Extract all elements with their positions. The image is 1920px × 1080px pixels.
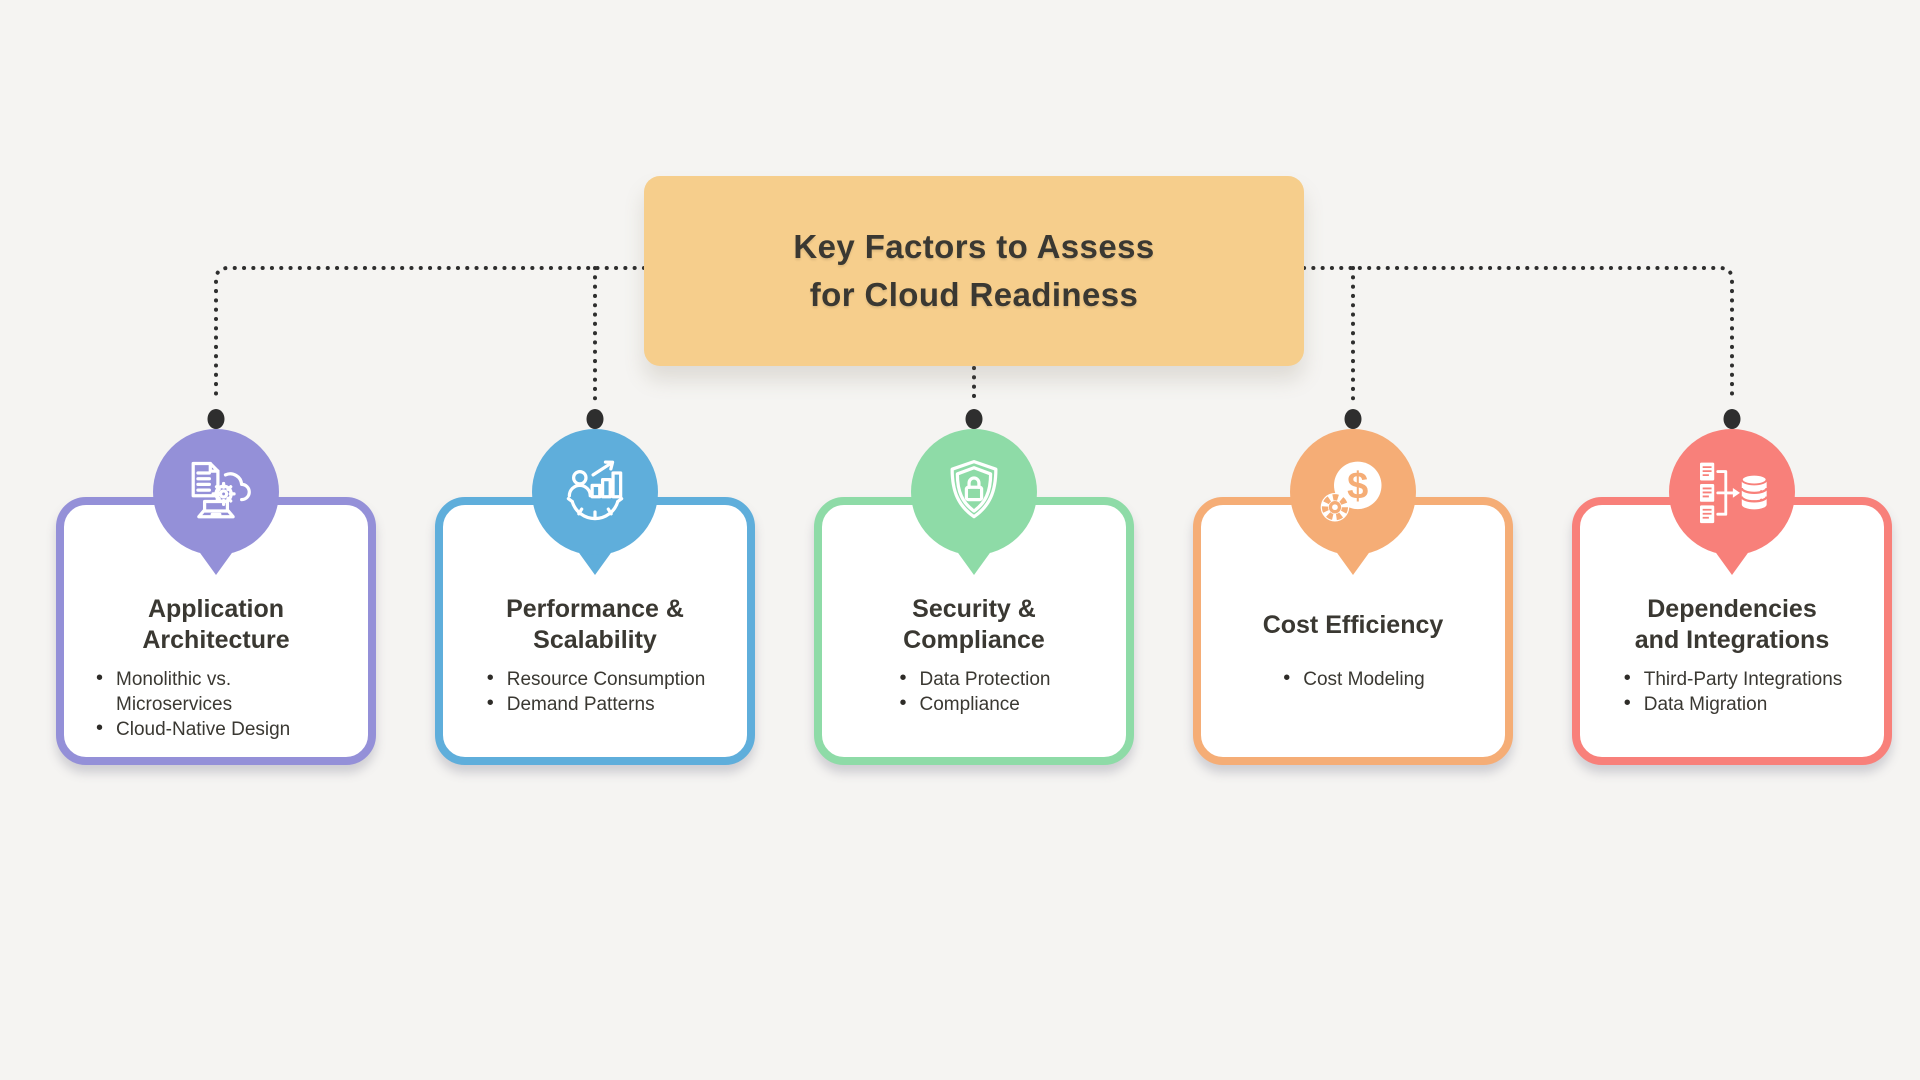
list-item: Third-Party Integrations (1622, 666, 1843, 692)
app-architecture-icon (178, 454, 254, 530)
card-bullets: Monolithic vs. Microservices Cloud-Nativ… (64, 666, 368, 742)
list-item: Monolithic vs. Microservices (94, 666, 338, 717)
header-title-line-1: Key Factors to Assess (793, 228, 1155, 265)
card-title-line: Compliance (903, 626, 1045, 654)
shield-lock-icon (936, 454, 1012, 530)
card-title-line: Performance & (506, 595, 684, 623)
badge-circle (911, 429, 1037, 555)
card-performance-scalability: Performance & Scalability Resource Consu… (435, 429, 755, 765)
card-title: Performance & Scalability (443, 593, 747, 657)
list-item: Data Migration (1622, 691, 1843, 717)
connector-end-dot (586, 409, 604, 429)
list-item: Cost Modeling (1281, 666, 1424, 692)
svg-text:$: $ (1347, 466, 1368, 508)
card-title-line: Cost Efficiency (1262, 610, 1444, 639)
connector-end-dot (1723, 409, 1741, 429)
badge-circle: $ (1290, 429, 1416, 555)
card-title-line: and Integrations (1634, 626, 1830, 654)
dollar-gear-icon: $ (1315, 454, 1391, 530)
card-security-compliance: Security & Compliance Data Protection Co… (814, 429, 1134, 765)
header-title-box: Key Factors to Assess for Cloud Readines… (644, 176, 1304, 366)
connector-right (1302, 266, 1734, 404)
connector-end-dot (207, 409, 225, 429)
header-title-line-2: for Cloud Readiness (809, 276, 1139, 313)
list-item: Data Protection (898, 666, 1051, 692)
card-title: Dependencies and Integrations (1580, 593, 1884, 657)
connector-end-dot (965, 409, 983, 429)
card-bullets: Data Protection Compliance (822, 666, 1126, 717)
list-item: Resource Consumption (485, 666, 706, 692)
badge-circle (532, 429, 658, 555)
data-integration-icon (1692, 454, 1772, 530)
connector-left (214, 266, 646, 404)
card-bullets: Cost Modeling (1201, 666, 1505, 692)
card-title: Security & Compliance (822, 593, 1126, 657)
list-item: Demand Patterns (485, 691, 706, 717)
connector-end-dot (1344, 409, 1362, 429)
card-bullets: Third-Party Integrations Data Migration (1580, 666, 1884, 717)
performance-growth-icon (557, 454, 633, 530)
badge-circle (153, 429, 279, 555)
card-title-line: Security & (912, 595, 1036, 623)
card-title-line: Dependencies (1647, 595, 1817, 623)
card-application-architecture: Application Architecture Monolithic vs. … (56, 429, 376, 765)
card-title-line: Architecture (142, 626, 290, 654)
card-title-line: Application (147, 595, 285, 623)
badge-circle (1669, 429, 1795, 555)
card-cost-efficiency: $ Cost Efficiency Cost Modeling (1193, 429, 1513, 765)
card-dependencies-integrations: Dependencies and Integrations Third-Part… (1572, 429, 1892, 765)
card-title: Application Architecture (64, 593, 368, 657)
card-title-line: Scalability (533, 626, 657, 654)
card-title: Cost Efficiency (1201, 593, 1505, 657)
list-item: Cloud-Native Design (94, 716, 338, 742)
list-item: Compliance (898, 691, 1051, 717)
card-bullets: Resource Consumption Demand Patterns (443, 666, 747, 717)
